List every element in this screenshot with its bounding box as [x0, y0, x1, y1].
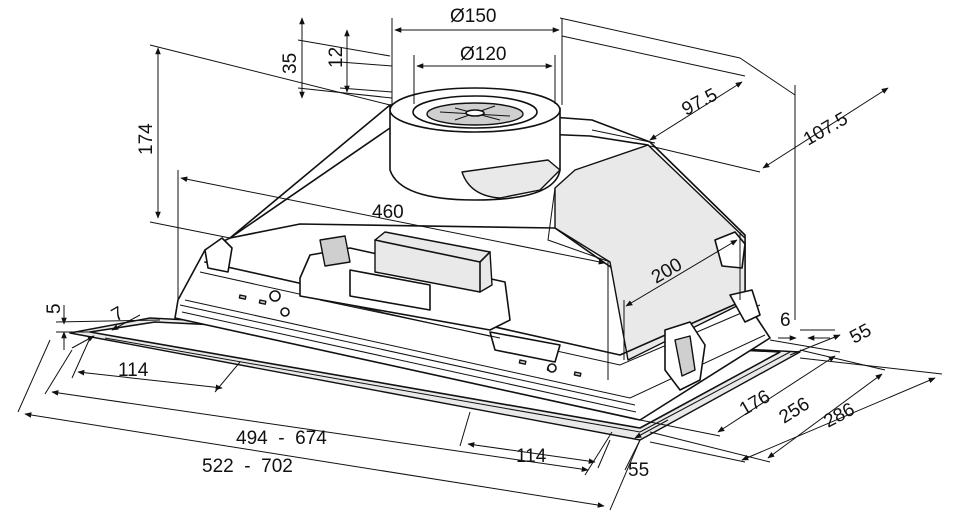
- label-6: 6: [780, 310, 791, 331]
- label-55-bottom: 55: [628, 460, 649, 481]
- label-114-bottom: 114: [516, 446, 547, 467]
- label-5: 5: [44, 303, 65, 314]
- dimension-lines: [17, 17, 943, 511]
- label-107-5: 107.5: [800, 108, 852, 150]
- label-55-right: 55: [846, 320, 875, 348]
- label-176: 176: [736, 386, 774, 420]
- label-286: 286: [820, 399, 858, 432]
- label-174: 174: [136, 123, 157, 155]
- label-256: 256: [776, 394, 814, 429]
- label-35: 35: [280, 53, 301, 74]
- outlet-collar: [389, 87, 561, 201]
- label-494-674: 494 - 674: [236, 428, 327, 449]
- label-522-702: 522 - 702: [202, 456, 293, 477]
- label-97-5: 97.5: [678, 85, 721, 121]
- label-d150: Ø150: [450, 6, 496, 27]
- label-12: 12: [326, 47, 347, 68]
- label-d120: Ø120: [460, 44, 506, 65]
- label-114-left: 114: [118, 360, 149, 381]
- label-460: 460: [372, 202, 404, 223]
